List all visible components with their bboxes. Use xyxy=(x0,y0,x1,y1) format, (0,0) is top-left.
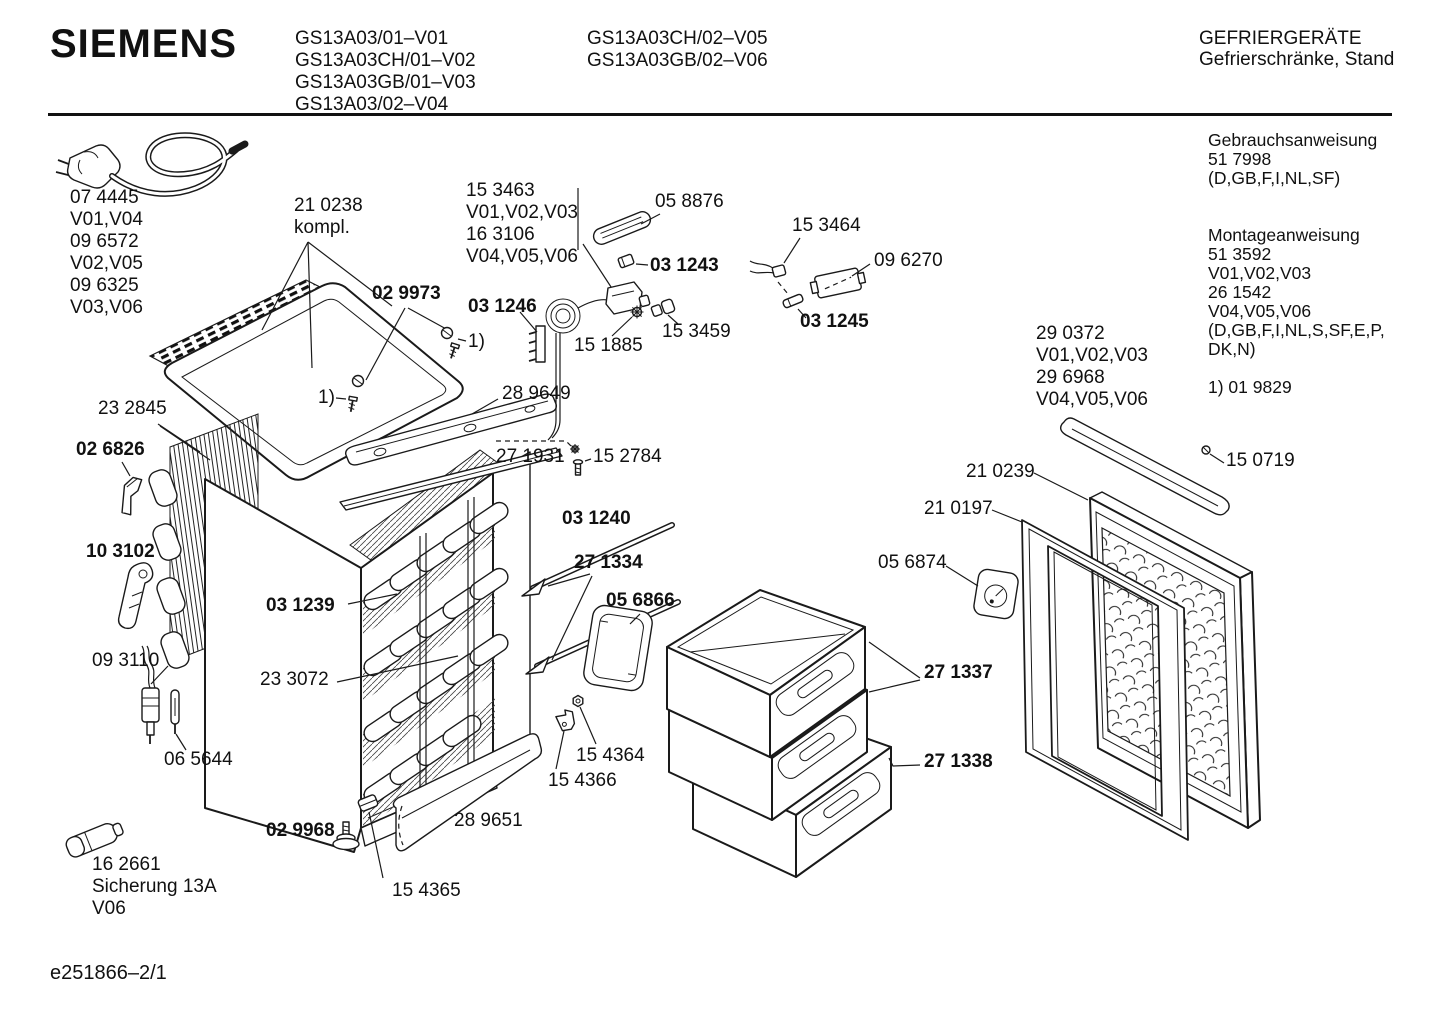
model-number: GS13A03GB/01–V03 xyxy=(295,72,476,93)
mounting-line: DK,N) xyxy=(1208,339,1256,359)
part-number-label: 16 3106 xyxy=(466,224,535,245)
part-number-label: 23 2845 xyxy=(98,398,167,419)
part-number-label: 15 3464 xyxy=(792,215,861,236)
part-number-label: 05 6866 xyxy=(606,590,675,611)
model-number: GS13A03GB/02–V06 xyxy=(587,50,768,71)
part-number-label: 15 2784 xyxy=(593,446,662,467)
model-number: GS13A03/02–V04 xyxy=(295,94,449,115)
part-number-label: 03 1240 xyxy=(562,508,631,529)
part-number-label: V02,V05 xyxy=(70,253,143,274)
mounting-rails xyxy=(339,393,592,511)
mounting-line: V01,V02,V03 xyxy=(1208,263,1312,283)
part-number-label: 27 1338 xyxy=(924,751,993,772)
part-number-label: 03 1243 xyxy=(650,255,719,276)
left-side-parts xyxy=(65,423,201,858)
part-number-label: kompl. xyxy=(294,217,350,238)
part-number-label: 05 6874 xyxy=(878,552,947,573)
document-number: e251866–2/1 xyxy=(50,962,167,984)
small-door-parts xyxy=(555,604,653,770)
footnote-reference: 1) 01 9829 xyxy=(1208,377,1292,397)
part-number-label: 28 9651 xyxy=(454,810,523,831)
part-number-label: 21 0238 xyxy=(294,195,363,216)
part-number-label: 09 6325 xyxy=(70,275,139,296)
bottom-panel-part xyxy=(332,733,543,879)
part-number-label: 27 1931 xyxy=(496,446,565,467)
part-number-label: 02 6826 xyxy=(76,439,145,460)
part-number-label: 29 6968 xyxy=(1036,367,1105,388)
drawer-stack xyxy=(666,589,921,878)
part-number-label: 21 0197 xyxy=(924,498,993,519)
part-number-label: 02 9973 xyxy=(372,283,441,304)
mounting-line: 51 3592 xyxy=(1208,244,1272,264)
part-number-label: V04,V05,V06 xyxy=(1036,389,1148,410)
door-assembly xyxy=(945,417,1261,841)
mounting-line: 26 1542 xyxy=(1208,282,1272,302)
instructions-panel: Gebrauchsanweisung 51 7998 (D,GB,F,I,NL,… xyxy=(1208,131,1385,397)
part-number-label: 27 1334 xyxy=(574,552,643,573)
part-number-label: 21 0239 xyxy=(966,461,1035,482)
part-number-label: 09 6572 xyxy=(70,231,139,252)
part-number-label: 15 1885 xyxy=(574,335,643,356)
category-line: GEFRIERGERÄTE xyxy=(1199,28,1362,49)
part-number-label: 15 0719 xyxy=(1226,450,1295,471)
part-number-label: 23 3072 xyxy=(260,669,329,690)
part-number-label: 15 4365 xyxy=(392,880,461,901)
thermostat-assembly xyxy=(519,188,679,441)
part-number-label: 16 2661 xyxy=(92,854,161,875)
model-number: GS13A03/01–V01 xyxy=(295,28,449,49)
lid-screw-icons xyxy=(335,307,467,412)
part-number-label: V06 xyxy=(92,898,126,919)
part-number-label: V01,V02,V03 xyxy=(1036,345,1148,366)
usage-title: Gebrauchsanweisung xyxy=(1208,130,1378,150)
part-number-label: 15 4364 xyxy=(576,745,645,766)
part-number-label: 06 5644 xyxy=(164,749,233,770)
mounting-title: Montageanweisung xyxy=(1208,225,1360,245)
part-number-label: V01,V02,V03 xyxy=(466,202,578,223)
header-divider xyxy=(48,113,1392,116)
subcategory-line: Gefrierschränke, Stand xyxy=(1199,49,1395,70)
part-number-label: 1) xyxy=(318,387,335,408)
usage-languages: (D,GB,F,I,NL,SF) xyxy=(1208,168,1341,188)
part-number-label: 29 0372 xyxy=(1036,323,1105,344)
usage-number: 51 7998 xyxy=(1208,149,1272,169)
part-number-label: 03 1239 xyxy=(266,595,335,616)
drawer-top xyxy=(666,589,866,758)
part-number-label: 28 9649 xyxy=(502,383,571,404)
lamp-assembly xyxy=(749,237,871,319)
siemens-logo: SIEMENS xyxy=(50,22,238,66)
part-number-label: 15 3463 xyxy=(466,180,535,201)
part-number-label: V03,V06 xyxy=(70,297,143,318)
part-number-label: V04,V05,V06 xyxy=(466,246,578,267)
model-list-1: GS13A03/01–V01 GS13A03CH/01–V02 GS13A03G… xyxy=(295,28,476,116)
part-number-label: Sicherung 13A xyxy=(92,876,217,897)
model-number: GS13A03CH/01–V02 xyxy=(295,50,476,71)
part-number-label: 10 3102 xyxy=(86,541,155,562)
mounting-line: V04,V05,V06 xyxy=(1208,301,1312,321)
power-cord-part xyxy=(55,132,249,197)
model-list-2: GS13A03CH/02–V05 GS13A03GB/02–V06 xyxy=(587,28,768,72)
part-number-label: 03 1246 xyxy=(468,296,537,317)
part-number-label: 07 4445 xyxy=(70,187,139,208)
part-number-label: 1) xyxy=(468,331,485,352)
part-number-label: 27 1337 xyxy=(924,662,993,683)
part-number-label: 09 3110 xyxy=(92,650,160,671)
part-number-label: 15 3459 xyxy=(662,321,731,342)
part-number-label: 03 1245 xyxy=(800,311,869,332)
part-number-label: 02 9968 xyxy=(266,820,335,841)
part-number-label: 05 8876 xyxy=(655,191,724,212)
model-number: GS13A03CH/02–V05 xyxy=(587,28,768,49)
part-number-label: 15 4366 xyxy=(548,770,617,791)
category-title: GEFRIERGERÄTE Gefrierschränke, Stand xyxy=(1199,28,1394,70)
part-number-label: V01,V04 xyxy=(70,209,143,230)
mounting-line: (D,GB,F,I,NL,S,SF,E,P, xyxy=(1208,320,1385,340)
part-number-label: 09 6270 xyxy=(874,250,943,271)
